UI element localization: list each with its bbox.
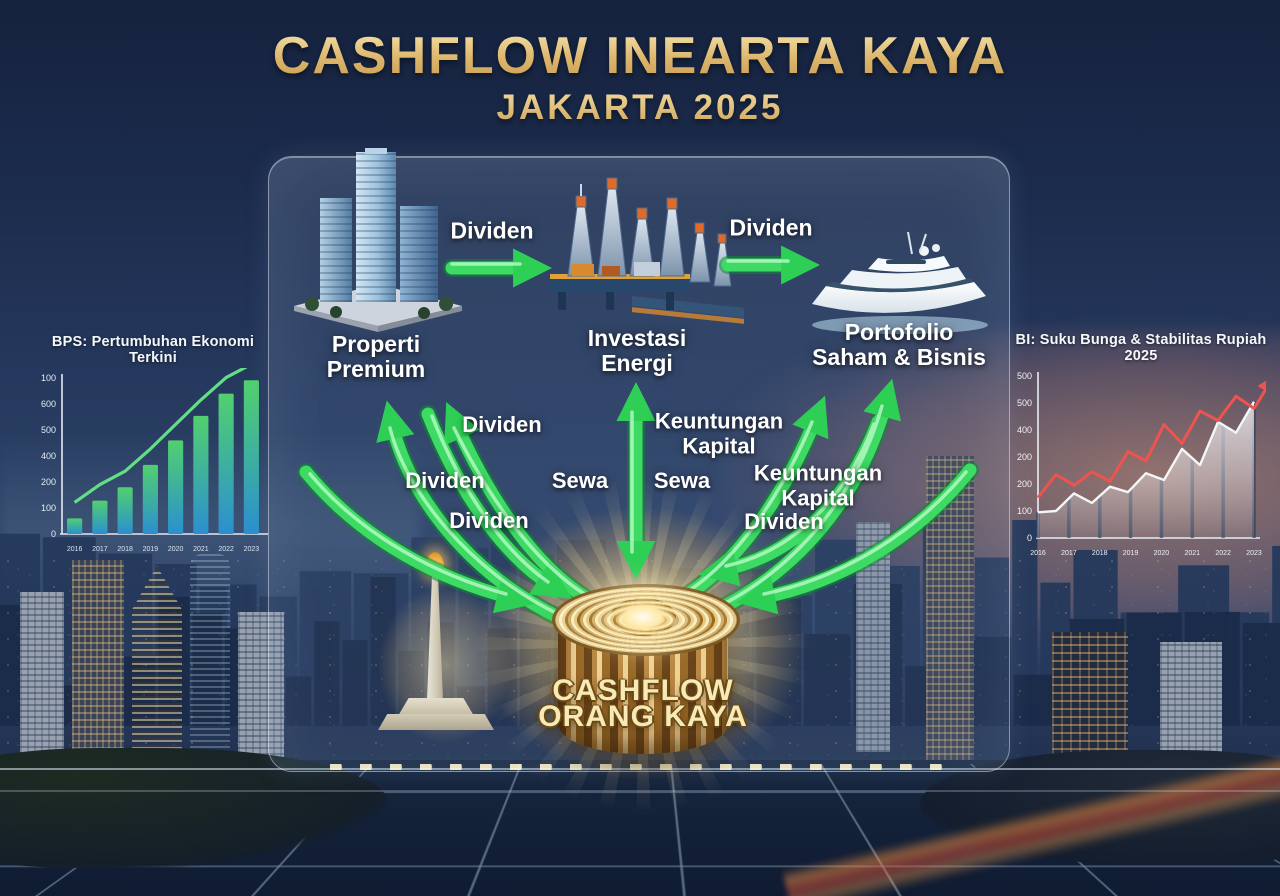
page-title: CASHFLOW INEARTA KAYA <box>0 26 1280 86</box>
title-block: CASHFLOW INEARTA KAYA JAKARTA 2025 <box>0 26 1280 128</box>
yacht-icon <box>812 231 988 334</box>
flow-label-keuntungan-1: Keuntungan Kapital <box>654 408 784 458</box>
tower-left-gold <box>132 566 182 784</box>
svg-text:2018: 2018 <box>117 546 133 553</box>
shore-line <box>0 790 1280 792</box>
svg-text:2023: 2023 <box>244 546 260 553</box>
flow-label-sewa-left: Sewa <box>551 468 609 493</box>
svg-text:2021: 2021 <box>193 546 209 553</box>
gold-drum-shine <box>610 598 676 636</box>
center-label-line2: ORANG KAYA <box>538 700 748 733</box>
chart-right-title: BI: Suku Bunga & Stabilitas Rupiah 2025 <box>1015 332 1267 364</box>
flow-label-sewa-right: Sewa <box>653 468 711 493</box>
svg-text:2019: 2019 <box>143 546 159 553</box>
svg-text:2016: 2016 <box>67 546 83 553</box>
flow-label-keuntungan-2: Keuntungan Kapital <box>753 460 883 510</box>
svg-text:100: 100 <box>41 373 56 383</box>
svg-text:0: 0 <box>51 529 56 539</box>
svg-text:200: 200 <box>41 477 56 487</box>
svg-text:2022: 2022 <box>218 546 234 553</box>
chart-bps-economy: BPS: Pertumbuhan Ekonomi Terkini 100 600 5… <box>28 334 278 565</box>
bar-chart: 100 600 500 400 200 100 0 2016 2017 2018 2019 2020 2… <box>28 338 278 565</box>
page-subtitle: JAKARTA 2025 <box>0 88 1280 128</box>
flow-label-dividen-right: Dividen <box>744 509 824 534</box>
flow-label-dividen-2: Dividen <box>405 468 485 493</box>
flow-label-dividen-3: Dividen <box>449 508 529 533</box>
label-properti-premium: Properti Premium <box>326 331 426 383</box>
svg-text:2016: 2016 <box>1030 550 1046 557</box>
svg-text:100: 100 <box>41 503 56 513</box>
svg-text:2023: 2023 <box>1246 550 1262 557</box>
svg-text:2019: 2019 <box>1123 550 1139 557</box>
svg-text:2017: 2017 <box>1061 550 1077 557</box>
svg-text:2021: 2021 <box>1184 550 1200 557</box>
label-portofolio-saham: Portofolio Saham & Bisnis <box>812 319 986 371</box>
svg-text:400: 400 <box>41 451 56 461</box>
svg-text:0: 0 <box>1027 533 1032 543</box>
chart-bi-rates: BI: Suku Bunga & Stabilitas Rupiah 2025 … <box>1008 332 1275 569</box>
svg-text:600: 600 <box>41 399 56 409</box>
flow-label-dividen-top1: Dividen <box>450 217 534 244</box>
flow-label-dividen-1: Dividen <box>462 412 542 437</box>
svg-text:2020: 2020 <box>168 546 184 553</box>
svg-text:2022: 2022 <box>1215 550 1231 557</box>
svg-text:2018: 2018 <box>1092 550 1108 557</box>
svg-text:2017: 2017 <box>92 546 108 553</box>
office-buildings-icon <box>294 148 462 332</box>
oil-rig-icon <box>550 177 744 324</box>
svg-text:500: 500 <box>41 425 56 435</box>
flow-label-dividen-top2: Dividen <box>729 214 813 241</box>
label-investasi-energi: Investasi Energi <box>587 325 687 377</box>
svg-text:2020: 2020 <box>1154 550 1170 557</box>
chart-left-title: BPS: Pertumbuhan Ekonomi Terkini <box>51 334 255 366</box>
